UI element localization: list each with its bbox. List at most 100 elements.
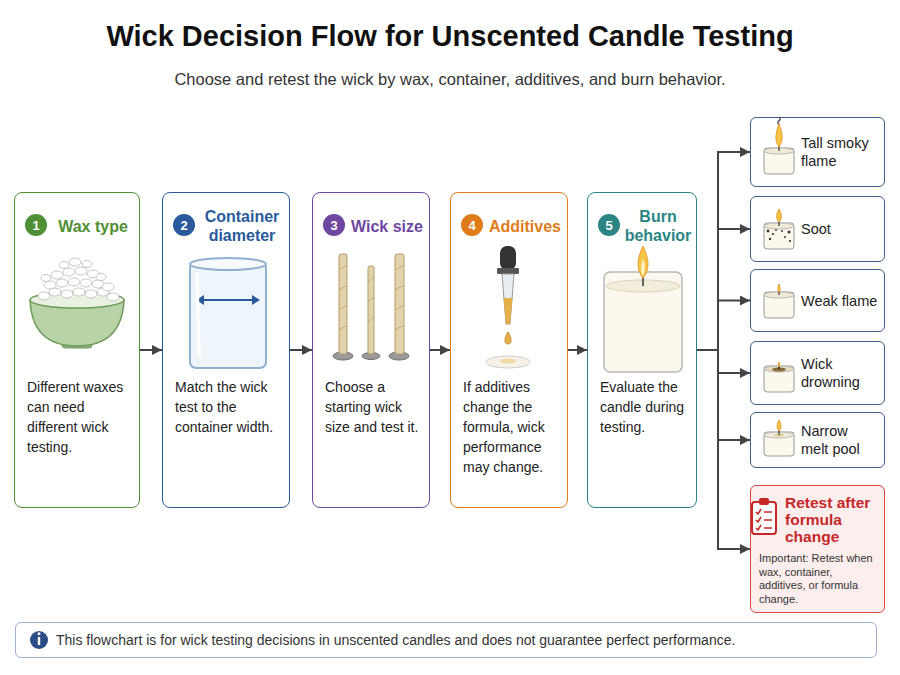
outcome-label: Soot bbox=[801, 197, 878, 261]
container-glass-icon-part bbox=[197, 272, 199, 356]
wax-bowl-icon-part-part bbox=[82, 261, 92, 268]
step-heading: Container diameter bbox=[197, 201, 287, 251]
wick-sizes-icon-part-part bbox=[339, 285, 347, 290]
outcome-box: Soot bbox=[750, 196, 885, 262]
drowning-wick-icon-part bbox=[764, 366, 794, 392]
step-description: Choose a starting wick size and test it. bbox=[325, 377, 423, 437]
dropper-icon-part bbox=[497, 268, 519, 274]
narrow-pool-icon-part bbox=[764, 432, 794, 438]
step-heading: Wick size bbox=[347, 201, 427, 251]
wax-bowl-icon-part-part bbox=[51, 271, 63, 279]
step-box: Wax typeDifferent waxes can need differe… bbox=[14, 192, 140, 508]
step-number-circle: 5 bbox=[598, 214, 620, 236]
disclaimer-box: This flowchart is for wick testing decis… bbox=[15, 622, 877, 658]
disclaimer-text: This flowchart is for wick testing decis… bbox=[56, 623, 866, 657]
wick-sizes-icon-part-part bbox=[368, 277, 374, 282]
step-number-circle: 2 bbox=[173, 214, 195, 236]
step-number: 5 bbox=[598, 214, 620, 236]
dropper-icon bbox=[486, 246, 530, 368]
step-number: 3 bbox=[323, 214, 345, 236]
wick-sizes-icon bbox=[333, 254, 409, 360]
step-box: Additives If additives change the formula… bbox=[450, 192, 568, 508]
drowning-wick-icon-part bbox=[772, 368, 786, 372]
soot-candle-icon bbox=[764, 209, 794, 249]
wax-bowl-icon-part-part bbox=[75, 267, 87, 275]
weak-flame-icon-part bbox=[778, 291, 779, 295]
clipboard-icon bbox=[752, 498, 776, 534]
candle-icon-part bbox=[638, 246, 648, 278]
wick-sizes-icon-part-part bbox=[395, 265, 404, 270]
weak-flame-icon-part bbox=[764, 292, 794, 318]
wick-sizes-icon-part bbox=[333, 352, 353, 360]
info-icon bbox=[30, 631, 48, 649]
wax-bowl-icon-part-part bbox=[63, 268, 75, 276]
wax-bowl-icon-part bbox=[30, 292, 124, 308]
step-box: Wick sizeChoose a starting wick size and… bbox=[312, 192, 430, 508]
soot-candle-icon-part-part bbox=[784, 236, 786, 238]
narrow-pool-icon-part bbox=[774, 433, 784, 436]
step-description: If additives change the formula, wick pe… bbox=[463, 377, 561, 477]
info-icon-part bbox=[38, 637, 40, 645]
outcome-label: Narrow melt pool bbox=[801, 413, 878, 467]
flow-connector bbox=[568, 349, 587, 351]
soot-candle-icon-part-part bbox=[788, 231, 791, 234]
soot-candle-icon-part bbox=[764, 223, 794, 229]
wax-bowl-icon-part bbox=[38, 258, 119, 301]
wick-sizes-icon-part bbox=[339, 265, 404, 330]
candle-icon-part bbox=[642, 277, 644, 286]
narrow-pool-icon-part bbox=[764, 432, 794, 456]
flow-connector bbox=[430, 349, 450, 351]
dropper-icon-part bbox=[500, 246, 516, 270]
step-heading: Wax type bbox=[49, 201, 137, 251]
soot-candle-icon-part bbox=[777, 209, 782, 222]
tall-flame-icon-part bbox=[778, 117, 780, 124]
narrow-pool-icon-part bbox=[777, 420, 781, 431]
clipboard-icon-part bbox=[752, 502, 776, 534]
step-description: Different waxes can need different wick … bbox=[27, 377, 133, 457]
drowning-wick-icon-part bbox=[764, 366, 794, 372]
wax-bowl-icon-part bbox=[62, 340, 92, 348]
wax-bowl-icon-part-part bbox=[44, 281, 56, 289]
wick-sizes-icon-part-part bbox=[339, 325, 347, 330]
container-glass-icon-part bbox=[190, 258, 266, 270]
info-icon-part bbox=[30, 631, 48, 649]
wax-bowl-icon-part-part bbox=[38, 292, 50, 300]
wick-sizes-icon-part bbox=[389, 352, 409, 360]
wax-bowl-icon-part-part bbox=[96, 274, 106, 281]
step-heading: Additives bbox=[485, 201, 565, 251]
container-glass-icon-part bbox=[190, 262, 266, 368]
outcome-label: Tall smoky flame bbox=[801, 118, 878, 186]
soot-candle-icon-part-part bbox=[767, 230, 770, 233]
wick-sizes-icon-part-part bbox=[395, 325, 404, 330]
wax-bowl-icon-part-part bbox=[69, 258, 81, 266]
clipboard-icon-part bbox=[764, 527, 772, 529]
tall-flame-icon-part bbox=[776, 124, 782, 147]
outcome-box: Tall smoky flame bbox=[750, 117, 885, 187]
flow-connector bbox=[697, 152, 750, 350]
wax-bowl-icon-part-part bbox=[102, 283, 114, 291]
narrow-pool-icon bbox=[764, 420, 794, 456]
drowning-wick-icon bbox=[764, 362, 794, 392]
soot-candle-icon-part-part bbox=[769, 238, 771, 240]
warning-note: Important: Retest when wax, container, a… bbox=[759, 552, 878, 606]
dropper-icon-part bbox=[500, 359, 516, 364]
candle-icon-part bbox=[641, 259, 645, 276]
wax-bowl-icon-part-part bbox=[41, 275, 51, 282]
step-number: 2 bbox=[173, 214, 195, 236]
weak-flame-icon bbox=[764, 284, 794, 318]
drowning-wick-icon-part bbox=[778, 362, 779, 367]
info-icon-part bbox=[38, 632, 41, 635]
soot-candle-icon-part-part bbox=[775, 229, 777, 231]
step-number: 1 bbox=[25, 214, 47, 236]
flow-connector bbox=[697, 350, 750, 373]
outcome-label: Weak flame bbox=[801, 270, 878, 331]
container-glass-icon-part bbox=[200, 299, 256, 301]
flow-connector bbox=[140, 349, 162, 351]
retest-warning-box: Retest after formula changeImportant: Re… bbox=[750, 485, 885, 613]
wick-sizes-icon-part bbox=[395, 254, 404, 354]
wax-bowl-icon-part-part bbox=[56, 279, 68, 287]
